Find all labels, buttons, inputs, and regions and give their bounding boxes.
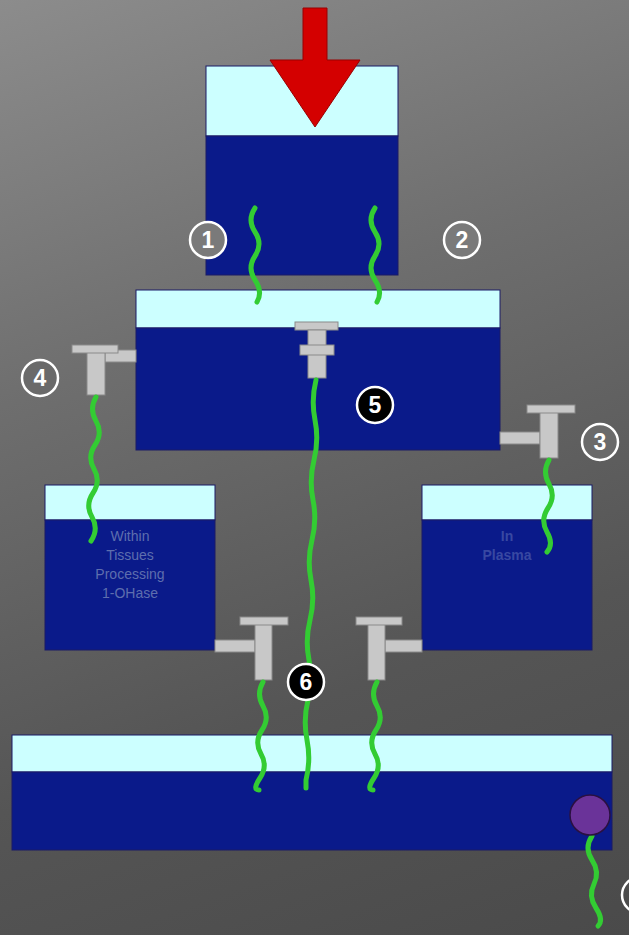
callout-number: 1 xyxy=(188,220,228,260)
tank-node: Within Tissues Processing 1-OHase xyxy=(45,485,215,650)
tank-top xyxy=(12,735,612,772)
tank-top xyxy=(45,485,215,520)
callout-number: 6 xyxy=(286,662,326,702)
callout-number: 4 xyxy=(20,358,60,398)
tank-body xyxy=(206,136,398,275)
tank-body xyxy=(422,520,592,650)
tank-body xyxy=(45,520,215,650)
callout-circle xyxy=(22,222,618,700)
tank-body xyxy=(12,772,612,850)
tank-node: In Plasma xyxy=(422,485,592,650)
tank-label: In Plasma xyxy=(475,527,539,565)
callout-number: 3 xyxy=(580,422,620,462)
callout-number: 2 xyxy=(442,220,482,260)
tank-top xyxy=(422,485,592,520)
callout-number: 5 xyxy=(355,385,395,425)
tank-label: Within Tissues Processing 1-OHase xyxy=(88,527,172,603)
tap xyxy=(72,322,575,680)
input-arrow xyxy=(270,8,360,127)
flow xyxy=(89,208,601,926)
callout-circle xyxy=(622,877,629,913)
cell-body xyxy=(570,795,610,835)
